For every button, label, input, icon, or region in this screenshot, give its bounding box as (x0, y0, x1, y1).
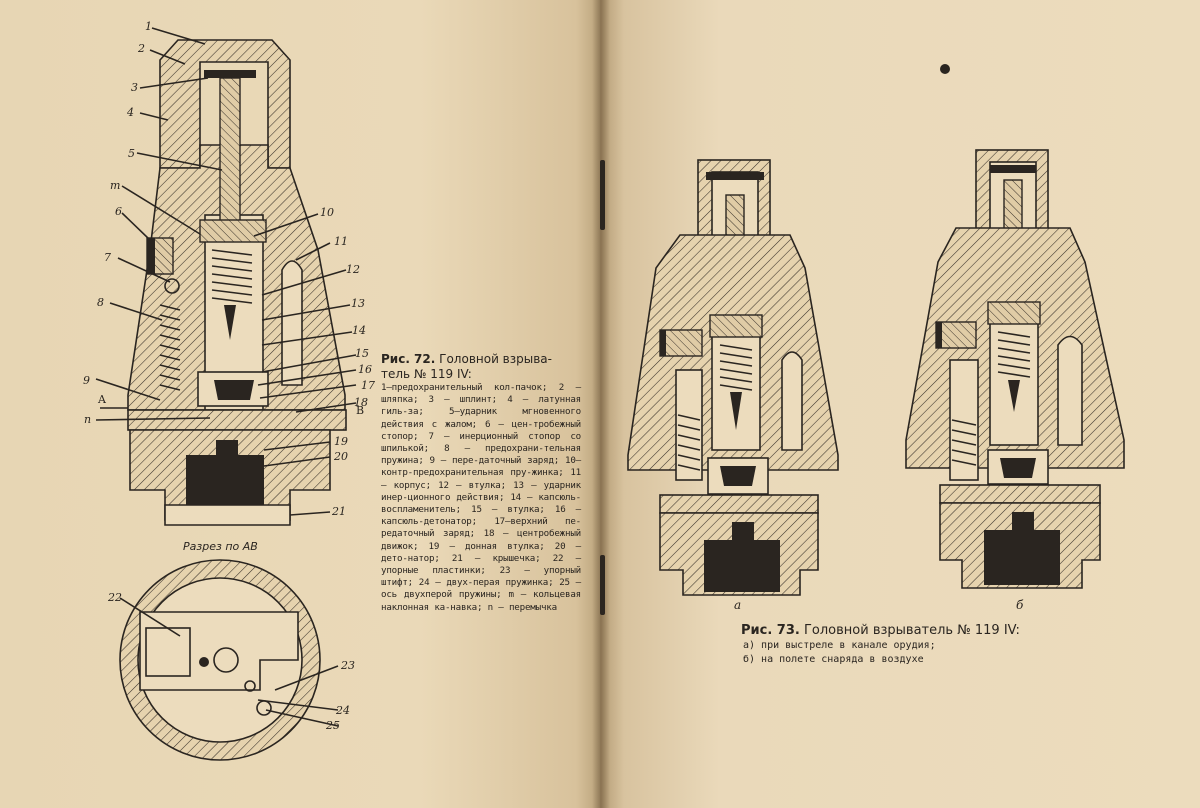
fig72-fuze-drawing (95, 27, 357, 526)
book-gutter (592, 0, 610, 808)
label-19: 19 (334, 435, 348, 448)
label-20: 20 (334, 450, 348, 463)
fig72-title: Рис. 72. Головной взрыва-тель № 119 IV: (381, 352, 581, 382)
fig72-title-prefix: Рис. 72. (381, 352, 436, 366)
fig73a-fuze-drawing (627, 159, 839, 596)
fig73-sub-a: а (734, 598, 742, 612)
label-14: 14 (352, 324, 366, 337)
fig73-title-text: Головной взрыватель № 119 IV: (803, 623, 1020, 638)
paper-speck (940, 64, 950, 74)
fig73-title-prefix: Рис. 73. (741, 623, 800, 638)
section-label: Разрез по АВ (183, 540, 258, 553)
label-23: 23 (341, 659, 355, 672)
label-25: 25 (326, 719, 340, 732)
label-24: 24 (336, 704, 350, 717)
label-13: 13 (351, 297, 365, 310)
binding-stitch (600, 160, 605, 230)
label-3: 3 (131, 81, 138, 94)
label-15: 15 (355, 347, 369, 360)
fig72-title-text: Головной взрыва-тель № 119 IV: (381, 352, 552, 381)
label-9: 9 (83, 374, 90, 387)
fig73-line-a: а) при выстреле в канале орудия; (743, 640, 936, 651)
binding-stitch (600, 555, 605, 615)
label-m: m (110, 179, 121, 192)
label-21: 21 (332, 505, 346, 518)
label-10: 10 (320, 206, 334, 219)
fig73b-fuze-drawing (905, 149, 1125, 589)
fig72-caption: Рис. 72. Головной взрыва-тель № 119 IV: … (381, 352, 581, 614)
label-1: 1 (145, 20, 152, 33)
label-11: 11 (334, 235, 348, 248)
label-12: 12 (346, 263, 360, 276)
label-A: A (98, 393, 106, 406)
label-22: 22 (108, 591, 122, 604)
fig73-caption: Рис. 73. Головной взрыватель № 119 IV: а… (741, 622, 1020, 667)
label-5: 5 (128, 147, 135, 160)
fig73-line-b: б) на полете снаряда в воздухе (743, 654, 924, 665)
label-6: 6 (115, 205, 122, 218)
label-B: B (356, 404, 365, 417)
fig72-section-drawing (119, 559, 339, 761)
label-7: 7 (104, 251, 111, 264)
label-n: n (84, 413, 92, 426)
label-4: 4 (127, 106, 134, 119)
fig73-sub-b: б (1016, 598, 1024, 612)
label-2: 2 (138, 42, 145, 55)
label-17: 17 (361, 379, 375, 392)
fig72-legend: 1—предохранительный кол-пачок; 2 — шляпк… (381, 382, 581, 613)
label-16: 16 (358, 363, 372, 376)
fig73-title: Рис. 73. Головной взрыватель № 119 IV: (741, 622, 1020, 639)
label-8: 8 (97, 296, 104, 309)
label-18: 18 (354, 396, 368, 409)
